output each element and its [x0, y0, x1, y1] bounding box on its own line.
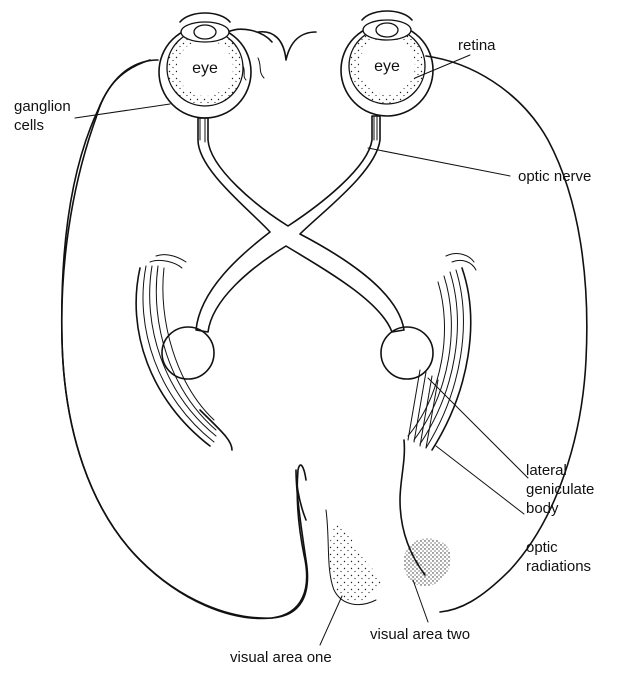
retina-label: retina [458, 37, 496, 54]
ganglion-cells-label-line2: cells [14, 117, 44, 134]
lateral-geniculate-body-left [162, 327, 214, 379]
optic-radiations-left [136, 255, 232, 450]
brain-outline [62, 29, 587, 618]
visual-area-one-label: visual area one [230, 649, 332, 666]
lgb-label-line2: geniculate [526, 481, 594, 498]
visual-area-two-label: visual area two [370, 626, 470, 643]
optic-radiations-label-line1: optic [526, 539, 558, 556]
optic-nerve-label: optic nerve [518, 168, 591, 185]
optic-pathway [196, 116, 404, 332]
sulcus-mark [258, 58, 264, 78]
eye-label-right: eye [374, 58, 400, 75]
eye-label-left: eye [192, 60, 218, 77]
brain-left-hemisphere [62, 60, 307, 618]
ganglion-cells-label-line1: ganglion [14, 98, 71, 115]
optic-radiations-label-line2: radiations [526, 558, 591, 575]
lgb-label-line3: body [526, 500, 559, 517]
lgb-label-line1: lateral [526, 462, 567, 479]
lateral-geniculate-body-right [381, 327, 433, 379]
brain-midline-top [258, 32, 316, 60]
visual-area-one [329, 525, 382, 602]
visual-area-two [404, 539, 451, 587]
